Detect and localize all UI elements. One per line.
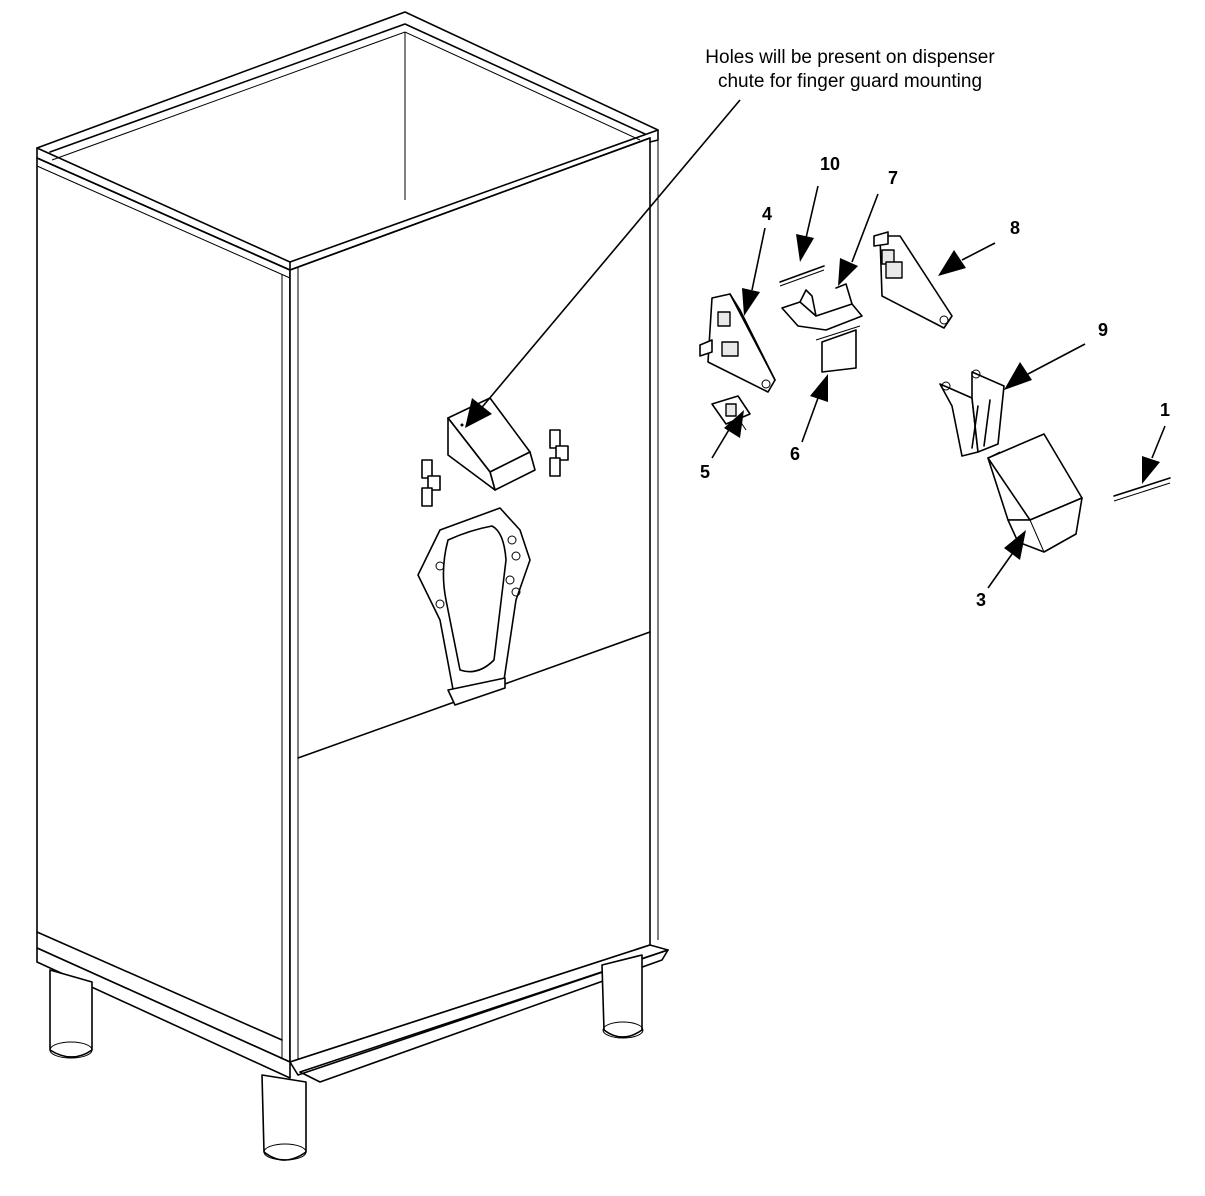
callout-10: 10 <box>820 154 841 174</box>
part-6-plate <box>815 325 861 373</box>
cabinet-legs <box>49 954 644 1161</box>
callout-6: 6 <box>790 444 801 464</box>
mounting-brackets <box>421 429 569 507</box>
callout-3: 3 <box>976 590 987 610</box>
part-4-left-bracket <box>699 293 776 393</box>
part-3-chute-cup <box>987 433 1083 553</box>
dispenser-cabinet <box>36 11 669 1161</box>
chute-note-line-1: Holes will be present on dispenser <box>705 47 995 68</box>
part-7-bracket <box>781 283 863 331</box>
callout-4: 4 <box>762 204 773 224</box>
part-8-right-bracket <box>873 231 953 329</box>
chute-note: Holes will be present on dispenser chute… <box>640 46 1060 94</box>
callout-9: 9 <box>1098 320 1109 340</box>
callout-5: 5 <box>700 462 711 482</box>
callout-leaders <box>711 185 1166 589</box>
note-leader <box>465 99 741 428</box>
callout-1: 1 <box>1160 400 1171 420</box>
callout-8: 8 <box>1010 218 1021 238</box>
dispenser-frame <box>417 507 531 706</box>
chute-note-line-2: chute for finger guard mounting <box>717 71 983 92</box>
part-1-rod <box>1113 477 1171 502</box>
callout-7: 7 <box>888 168 899 188</box>
part-10-pin <box>779 265 825 287</box>
part-9-finger-guard <box>939 369 1005 457</box>
